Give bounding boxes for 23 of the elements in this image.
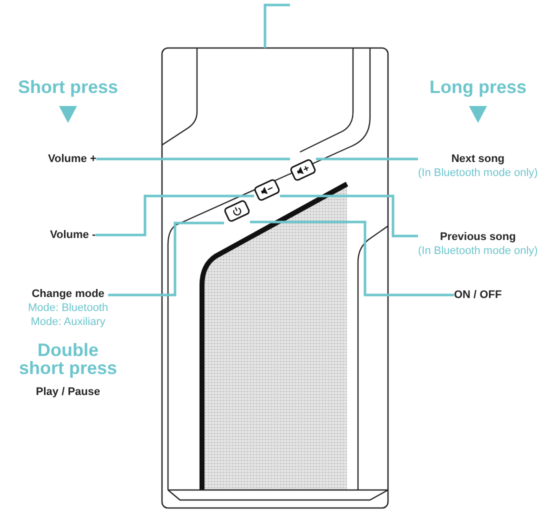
callout-note: Mode: Auxiliary xyxy=(30,315,106,329)
section-heading: Short press xyxy=(16,78,120,96)
callout-note: (In Bluetooth mode only) xyxy=(418,166,538,180)
section-heading: Double short press xyxy=(18,341,118,377)
callout-label: Change mode xyxy=(30,287,106,301)
section-heading: Long press xyxy=(428,78,528,96)
callout-note: Mode: Bluetooth xyxy=(28,301,108,315)
leader-line xyxy=(280,194,418,238)
callout-label: Previous song xyxy=(439,230,517,244)
speaker-drawing xyxy=(161,47,389,509)
power-button xyxy=(223,199,251,223)
leader-line xyxy=(96,194,254,236)
leader-line xyxy=(250,220,454,296)
leader-line xyxy=(264,4,290,48)
leader-line xyxy=(96,158,290,160)
callout-note: (In Bluetooth mode only) xyxy=(418,244,538,258)
callout-label: ON / OFF xyxy=(454,288,502,302)
callout-label: Play / Pause xyxy=(34,386,102,398)
callout-label: Volume - xyxy=(50,228,96,242)
leader-line xyxy=(108,222,224,296)
callout-label: Next song xyxy=(450,152,506,166)
callout-label: Volume + xyxy=(48,152,96,166)
leader-line xyxy=(316,158,418,160)
